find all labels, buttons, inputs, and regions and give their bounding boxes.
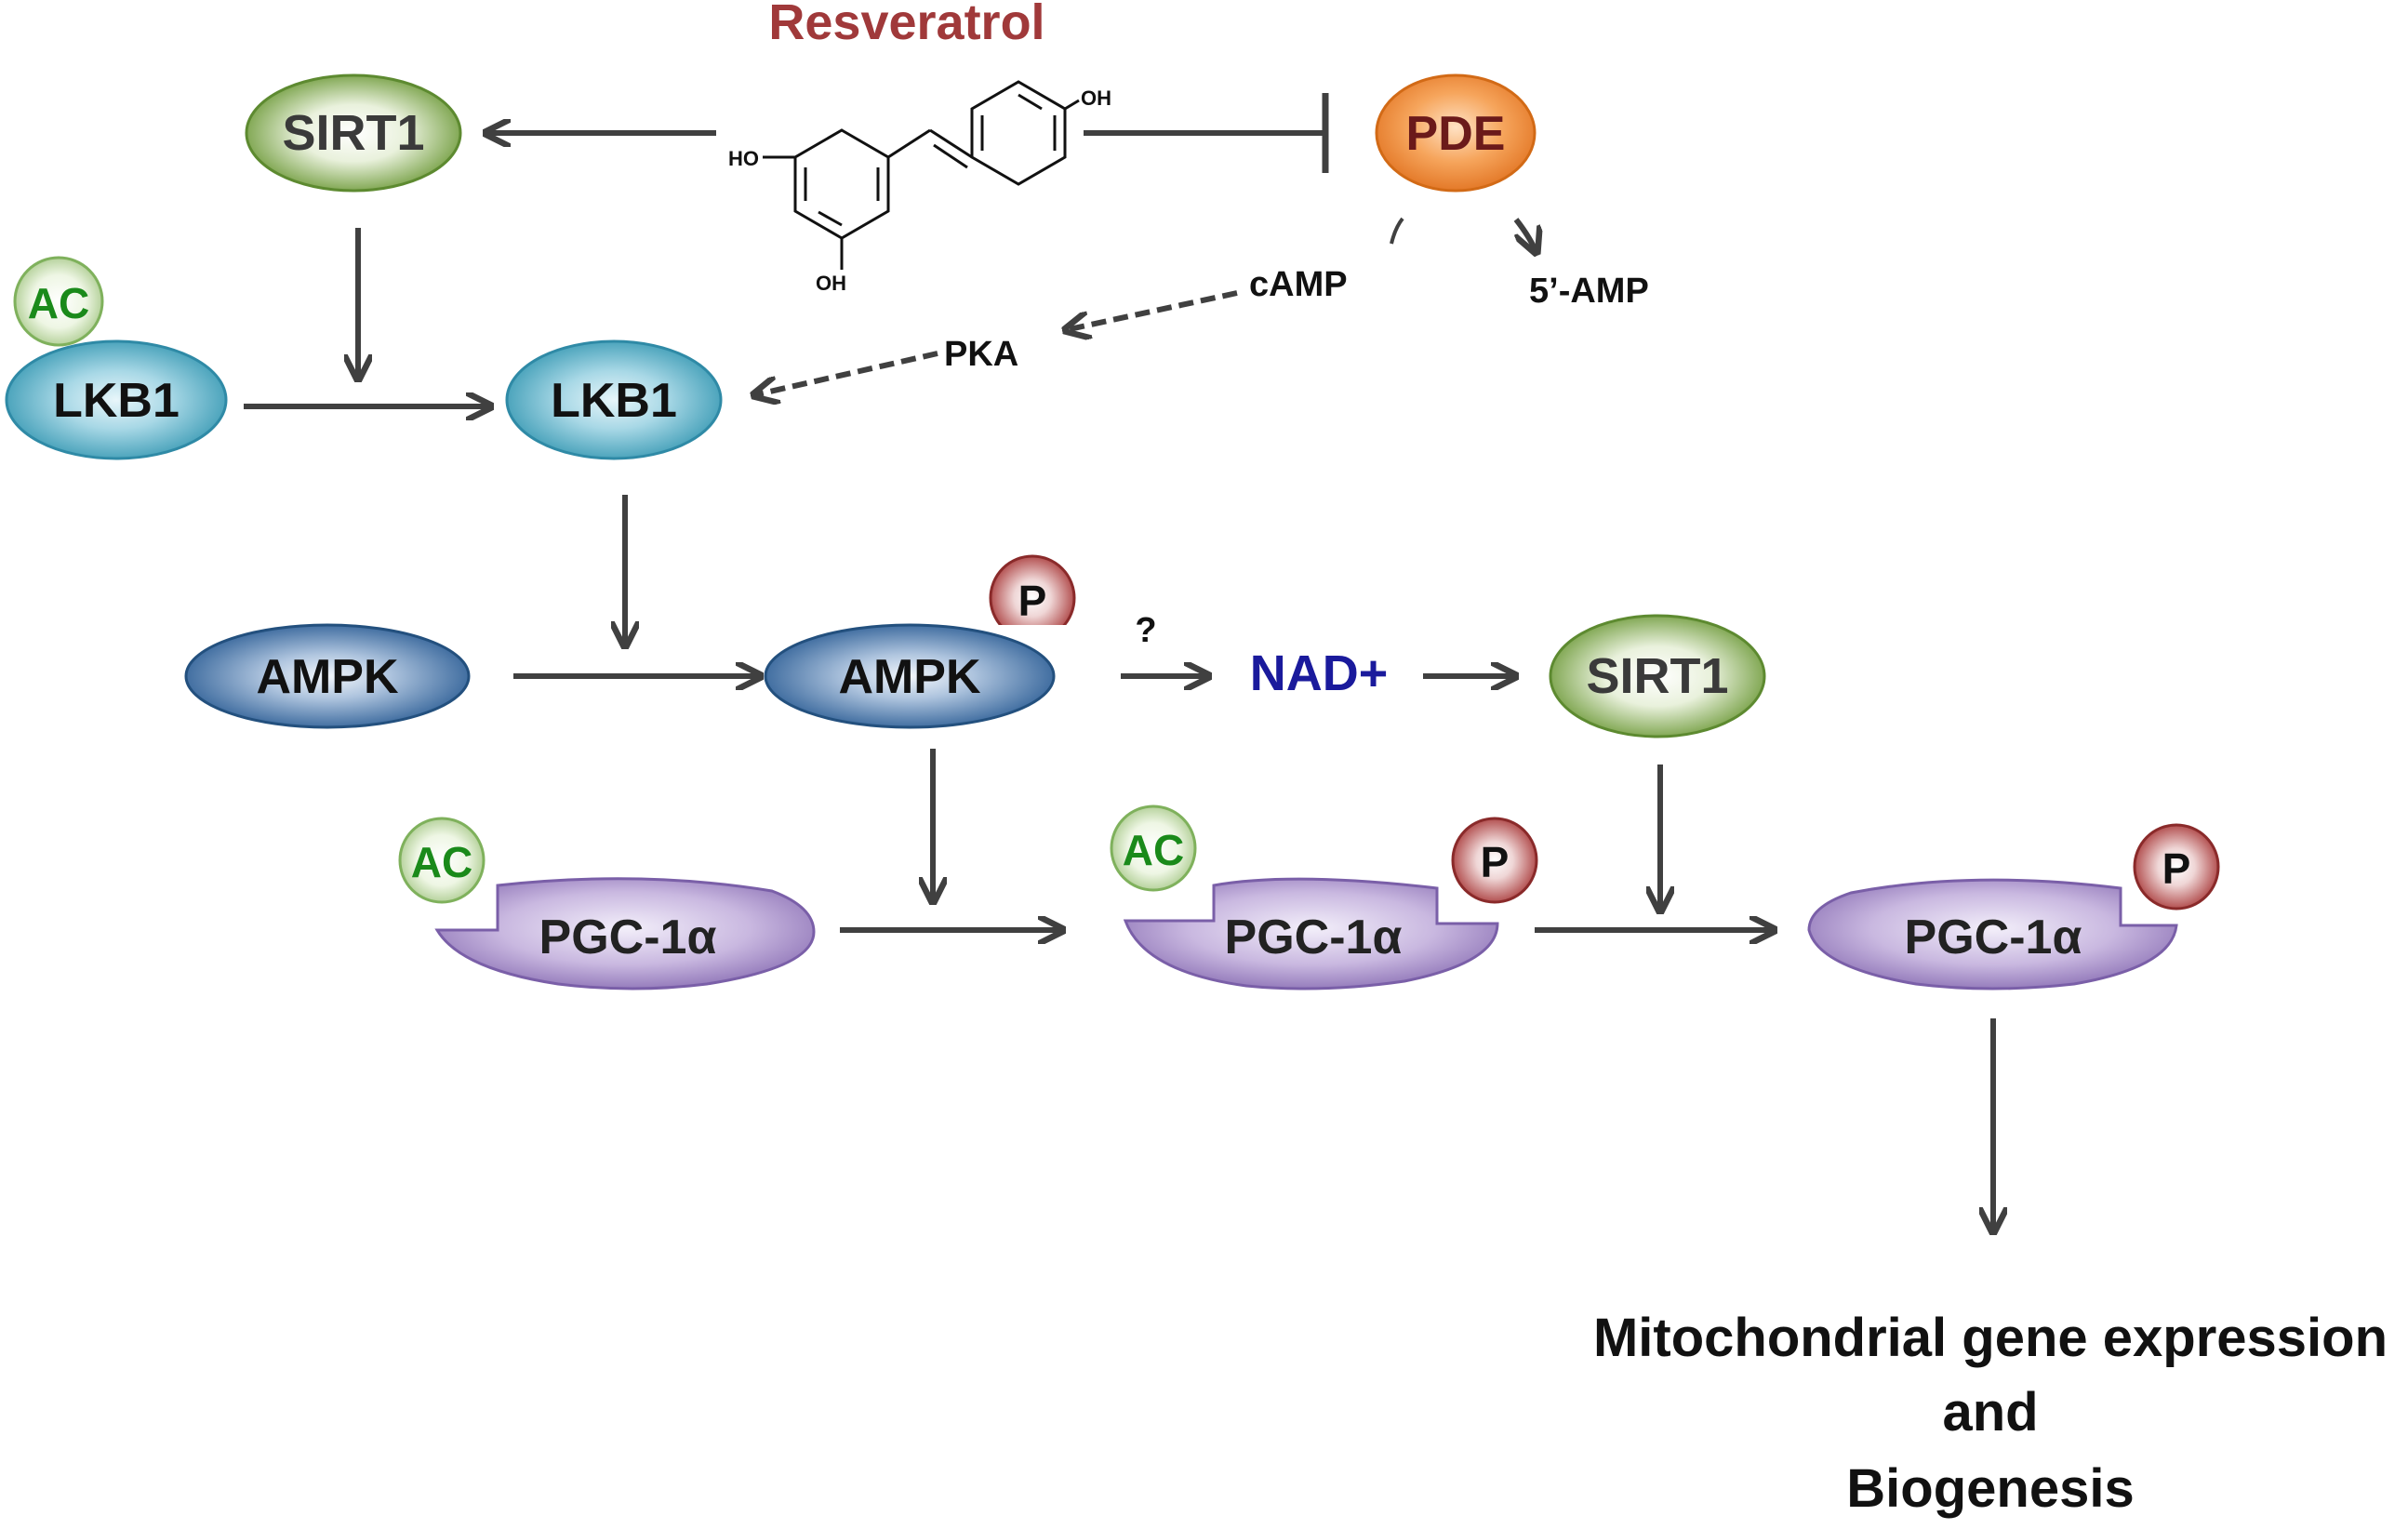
ac-badge-pgc1: AC [398,817,486,904]
p-badge-pgc2: P [1451,817,1538,904]
ampk-left: AMPK [184,623,471,729]
ho-label-left: HO [728,147,759,170]
pde-label: PDE [1406,107,1506,161]
pgc1a-acetylated-label: PGC-1α [539,911,717,964]
sirt1-top: SIRT1 [245,73,462,193]
p-badge-pgc3-label: P [2162,844,2191,893]
oh-label-bottom: OH [816,272,846,295]
outcome-line-2: and [1942,1382,2038,1443]
arrows [244,93,1993,1232]
arrow-pka-to-lkb1 [753,351,938,395]
pgc1a-phosphorylated: PGC-1α [1807,878,2178,991]
arrow-camp-to-pka [1065,290,1238,330]
5amp-label: 5’-AMP [1529,272,1649,311]
resveratrol-structure [763,80,1080,270]
pde-hydrolysis-curve [1390,217,1404,245]
pgc1a-phosphorylated-label: PGC-1α [1905,911,2082,964]
ac-badge-pgc2-label: AC [1123,826,1184,874]
question-mark: ? [1135,611,1156,650]
lkb1-left-label: LKB1 [53,374,180,428]
oh-label-top: OH [1081,86,1111,110]
ac-badge-lkb1: AC [13,256,104,347]
sirt1-bottom-label: SIRT1 [1586,648,1728,704]
ac-badge-pgc2: AC [1110,804,1197,892]
resveratrol-title: Resveratrol [768,0,1044,50]
ac-badge-lkb1-label: AC [28,279,89,327]
p-badge-pgc2-label: P [1481,838,1510,886]
camp-label: cAMP [1249,265,1348,304]
pka-label: PKA [944,335,1018,374]
pde-node: PDE [1375,73,1537,193]
ampk-left-label: AMPK [256,650,399,704]
lkb1-right-label: LKB1 [551,374,677,428]
sirt1-top-label: SIRT1 [282,105,424,161]
p-badge-ampk-label: P [1018,577,1047,625]
sirt1-bottom: SIRT1 [1549,614,1766,738]
lkb1-left: LKB1 [5,339,228,460]
ampk-right-label: AMPK [838,650,981,704]
pgc1a-ac-p-label: PGC-1α [1225,911,1403,964]
lkb1-right: LKB1 [505,339,723,460]
pgc1a-acetylated: PGC-1α [434,877,816,991]
outcome-line-3: Biogenesis [1846,1458,2134,1519]
arrow-pde-to-5amp [1513,218,1537,253]
outcome-line-1: Mitochondrial gene expression [1593,1308,2388,1368]
p-badge-pgc3: P [2133,823,2220,911]
ampk-right: AMPK [764,623,1056,729]
nad-label: NAD+ [1250,645,1389,701]
ac-badge-pgc1-label: AC [411,838,472,886]
pgc1a-ac-p: PGC-1α [1123,877,1499,991]
p-badge-ampk: P [989,554,1076,642]
